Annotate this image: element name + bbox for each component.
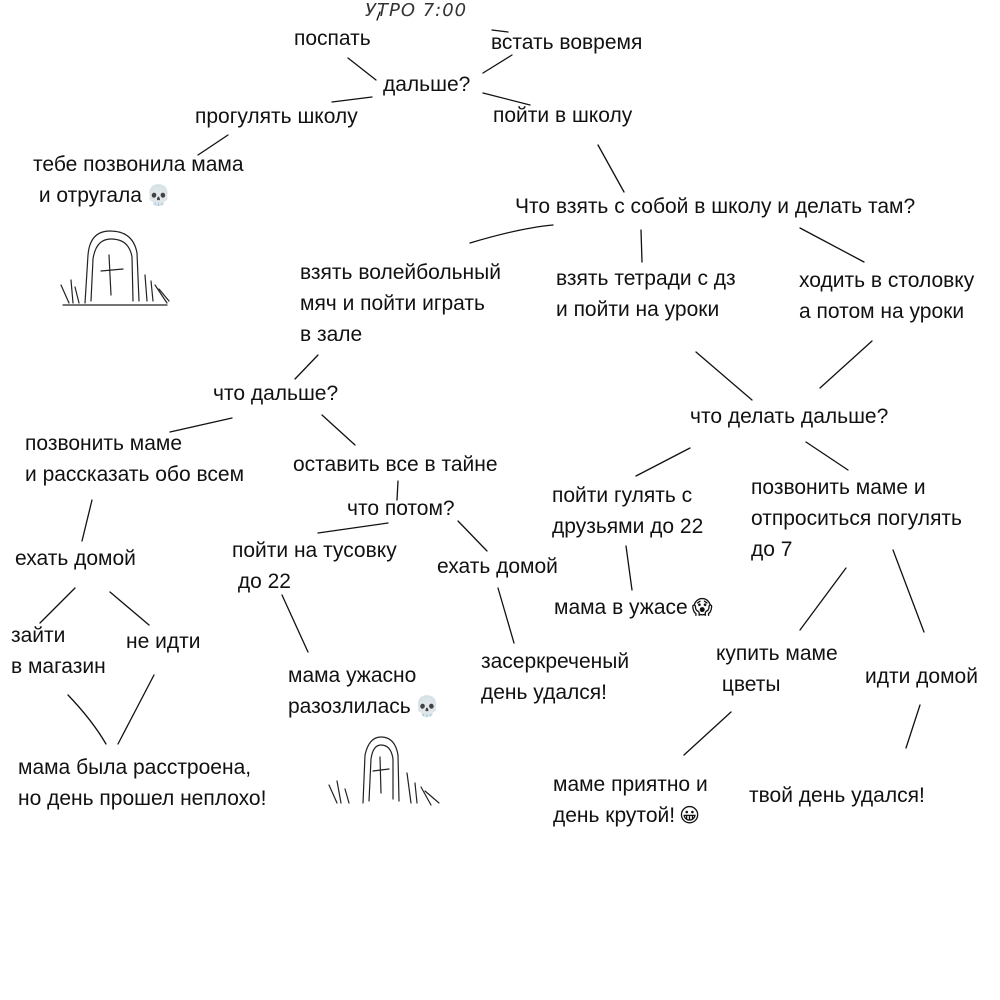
grin-icon: 😀: [679, 805, 700, 827]
node-ask-mom: позвонить маме и отпроситься погулять до…: [751, 476, 962, 561]
skull-icon: 💀: [146, 185, 171, 207]
node-sleep: поспать: [294, 27, 371, 50]
connector: [905, 704, 921, 749]
connector: [169, 417, 233, 433]
node-notebooks: взять тетради с дз и пойти на уроки: [556, 267, 736, 321]
node-secret-day: засеркреченый день удался!: [481, 650, 630, 704]
connector: [317, 522, 389, 534]
connector: [799, 227, 865, 263]
connector: [294, 354, 319, 380]
connector: [81, 499, 93, 542]
node-mom-upset: мама была расстроена, но день прошел неп…: [18, 756, 267, 810]
connector: [396, 480, 399, 501]
connector: [39, 587, 76, 624]
connector: [457, 520, 488, 552]
node-go-home-right: идти домой: [865, 665, 978, 688]
connector: [683, 711, 732, 756]
skull-icon: 💀: [414, 696, 440, 718]
tombstone-sketch-left: [60, 230, 170, 306]
node-tell-mom: позвонить маме и рассказать обо всем: [25, 432, 245, 486]
node-keep-secret: оставить все в тайне: [293, 453, 498, 476]
connector: [482, 92, 531, 106]
node-skip-school: прогулять школу: [195, 105, 358, 128]
connector: [321, 414, 356, 446]
connector: [799, 567, 847, 631]
node-mom-horror: мама в ужасе😱: [554, 592, 713, 624]
node-buy-flowers: купить маме цветы: [716, 642, 838, 696]
node-next: дальше?: [383, 73, 471, 96]
connector: [347, 57, 377, 81]
node-what-to-take: Что взять с собой в школу и делать там?: [515, 195, 916, 218]
node-dont-go: не идти: [126, 630, 201, 653]
connector: [892, 549, 925, 633]
node-mom-pleased-text: маме приятно и день крутой!: [553, 773, 708, 827]
node-mom-furious: мама ужасно разозлилась💀: [288, 660, 440, 723]
node-mom-scolded-text: тебе позвонила мама и отругала: [33, 153, 244, 207]
connector: [805, 441, 849, 471]
node-go-home-left: ехать домой: [15, 547, 136, 570]
connector: [109, 591, 150, 626]
node-party: пойти на тусовку до 22: [232, 539, 397, 593]
node-go-home-middle: ехать домой: [437, 555, 558, 578]
node-what-next: что дальше?: [213, 382, 339, 405]
connector: [491, 29, 509, 33]
connector: [331, 96, 373, 103]
connector: [497, 587, 515, 644]
connector: [635, 447, 691, 477]
tombstone-sketch-right: [328, 736, 440, 806]
node-mom-horror-text: мама в ужасе: [554, 596, 688, 619]
node-walk-with-friends: пойти гулять с друзьями до 22: [552, 484, 704, 538]
scream-icon: 😱: [691, 597, 713, 619]
connector: [482, 54, 513, 74]
time-header: УТРО 7:00: [365, 0, 468, 21]
node-wake-on-time: встать вовремя: [491, 31, 643, 54]
connector: [67, 694, 107, 745]
connector: [117, 674, 155, 745]
connector: [281, 594, 309, 653]
connector: [640, 229, 643, 263]
node-volleyball: взять волейбольный мяч и пойти играть в …: [300, 261, 501, 346]
node-go-to-school: пойти в школу: [493, 104, 633, 127]
node-canteen: ходить в столовку а потом на уроки: [799, 269, 975, 323]
connector: [819, 340, 873, 389]
connector: [376, 11, 381, 21]
node-your-day-success: твой день удался!: [749, 784, 925, 807]
node-mom-furious-text: мама ужасно разозлилась: [288, 664, 417, 718]
connector: [625, 545, 633, 591]
connector: [469, 224, 554, 244]
node-mom-scolded: тебе позвонила мама и отругала💀: [33, 149, 244, 212]
connector: [597, 144, 625, 193]
connector: [197, 134, 229, 156]
connector: [695, 351, 753, 401]
node-what-to-do-next: что делать дальше?: [690, 405, 889, 428]
node-go-to-shop: зайти в магазин: [11, 624, 106, 678]
node-mom-pleased: маме приятно и день крутой!😀: [553, 769, 708, 832]
node-what-then: что потом?: [347, 497, 455, 520]
